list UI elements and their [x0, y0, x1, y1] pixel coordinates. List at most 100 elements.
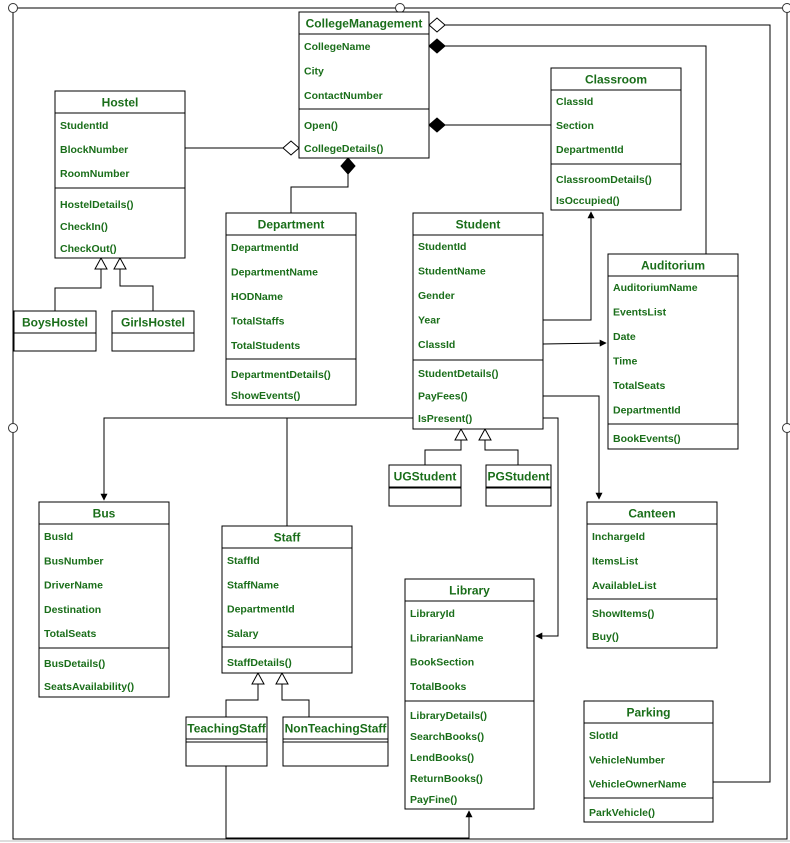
- class-box: [583, 700, 714, 823]
- class-pgstudent[interactable]: PGStudent: [485, 464, 552, 507]
- composition-diamond: [428, 38, 446, 54]
- class-title: CollegeManagement: [306, 17, 423, 31]
- class-attribute: TotalSeats: [613, 380, 665, 392]
- class-attribute: DepartmentId: [231, 242, 299, 254]
- class-method: CheckIn(): [60, 221, 108, 233]
- ugstudent-inherit-line: [424, 440, 462, 465]
- class-attribute: Gender: [418, 290, 455, 302]
- class-attribute: Destination: [44, 604, 101, 616]
- class-attribute: ContactNumber: [304, 90, 383, 102]
- class-attribute: DepartmentId: [227, 604, 295, 616]
- inheritance-triangle: [94, 256, 108, 270]
- class-college[interactable]: CollegeManagementCollegeNameCityContactN…: [298, 11, 430, 159]
- teachingstaff-library-line: [225, 766, 473, 839]
- class-auditorium[interactable]: AuditoriumAuditoriumNameEventsListDateTi…: [607, 253, 739, 450]
- class-box: [412, 212, 544, 430]
- class-attribute: HODName: [231, 291, 283, 303]
- class-title: TeachingStaff: [187, 722, 266, 736]
- class-attribute: TotalStudents: [231, 340, 300, 352]
- class-method: ShowItems(): [592, 608, 654, 620]
- class-attribute: BookSection: [410, 657, 474, 669]
- class-attribute: StudentName: [418, 266, 486, 278]
- class-method: ParkVehicle(): [589, 807, 655, 819]
- resize-handle[interactable]: [395, 3, 405, 13]
- class-box: [54, 90, 186, 259]
- student-classroom-line: [543, 211, 595, 321]
- class-method: SearchBooks(): [410, 731, 484, 743]
- student-bus-line: [100, 417, 413, 501]
- class-method: LibraryDetails(): [410, 710, 487, 722]
- class-attribute: StaffName: [227, 579, 279, 591]
- class-title: Staff: [274, 531, 302, 545]
- class-parking[interactable]: ParkingSlotIdVehicleNumberVehicleOwnerNa…: [583, 700, 714, 823]
- class-attribute: BlockNumber: [60, 144, 128, 156]
- class-teachingstaff[interactable]: TeachingStaff: [185, 716, 268, 767]
- class-attribute: TotalBooks: [410, 681, 467, 693]
- teachingstaff-inherit-line: [225, 684, 259, 717]
- composition-diamond: [340, 157, 356, 175]
- class-method: ClassroomDetails(): [556, 174, 652, 186]
- class-canteen[interactable]: CanteenInchargeIdItemsListAvailableListS…: [586, 501, 718, 649]
- class-classroom[interactable]: ClassroomClassIdSectionDepartmentIdClass…: [550, 67, 682, 211]
- resize-handle[interactable]: [8, 423, 18, 433]
- class-box: [550, 67, 682, 211]
- class-box: [404, 578, 535, 810]
- class-box: [221, 525, 353, 674]
- resize-handle[interactable]: [782, 423, 790, 433]
- resize-handle[interactable]: [782, 3, 790, 13]
- class-bus[interactable]: BusBusIdBusNumberDriverNameDestinationTo…: [38, 501, 170, 698]
- class-attribute: LibrarianName: [410, 632, 484, 644]
- class-title: Parking: [626, 706, 670, 720]
- aggregation-diamond: [282, 140, 300, 156]
- class-girlshostel[interactable]: GirlsHostel: [111, 310, 195, 352]
- boyshostel-inherit-line: [54, 269, 102, 311]
- class-title: Bus: [93, 507, 116, 521]
- class-boyshostel[interactable]: BoysHostel: [13, 310, 97, 352]
- class-box: [388, 464, 462, 507]
- class-title: GirlsHostel: [121, 316, 185, 330]
- selection-frame: [0, 3, 790, 842]
- girlshostel-inherit-line: [119, 269, 154, 311]
- class-department[interactable]: DepartmentDepartmentIdDepartmentNameHODN…: [225, 212, 357, 406]
- class-method: PayFees(): [418, 391, 468, 403]
- relationship-connectors: [54, 17, 771, 839]
- class-staff[interactable]: StaffStaffIdStaffNameDepartmentIdSalaryS…: [221, 525, 353, 674]
- class-method: Open(): [304, 120, 338, 132]
- class-title: UGStudent: [394, 470, 457, 484]
- class-box: [38, 501, 170, 698]
- nonteachingstaff-inherit-line: [281, 684, 310, 717]
- class-method: StaffDetails(): [227, 657, 292, 669]
- class-attribute: ClassId: [556, 96, 593, 108]
- class-attribute: InchargeId: [592, 531, 645, 543]
- class-box: [298, 11, 430, 159]
- resize-handle[interactable]: [8, 3, 18, 13]
- class-box: [485, 464, 552, 507]
- auditorium-college-line: [445, 45, 707, 254]
- class-method: ReturnBooks(): [410, 773, 483, 785]
- class-attribute: TotalSeats: [44, 628, 96, 640]
- class-title: Library: [449, 584, 490, 598]
- class-attribute: VehicleNumber: [589, 754, 665, 766]
- inheritance-triangle: [275, 671, 289, 685]
- class-library[interactable]: LibraryLibraryIdLibrarianNameBookSection…: [404, 578, 535, 810]
- class-method: IsPresent(): [418, 413, 472, 425]
- class-attribute: SlotId: [589, 730, 618, 742]
- class-title: Canteen: [628, 507, 675, 521]
- class-attribute: StudentId: [418, 241, 466, 253]
- inheritance-triangle: [454, 427, 468, 441]
- class-attribute: EventsList: [613, 307, 667, 319]
- class-hostel[interactable]: HostelStudentIdBlockNumberRoomNumberHost…: [54, 90, 186, 259]
- parking-college-line: [445, 24, 771, 783]
- class-attribute: CollegeName: [304, 41, 371, 53]
- class-attribute: AuditoriumName: [613, 282, 698, 294]
- class-student[interactable]: StudentStudentIdStudentNameGenderYearCla…: [412, 212, 544, 430]
- class-attribute: DepartmentName: [231, 267, 318, 279]
- class-nonteachingstaff[interactable]: NonTeachingStaff: [282, 716, 389, 767]
- class-method: HostelDetails(): [60, 199, 134, 211]
- class-attribute: TotalStaffs: [231, 316, 285, 328]
- class-title: Classroom: [585, 73, 647, 87]
- student-auditorium-line: [542, 339, 607, 347]
- class-ugstudent[interactable]: UGStudent: [388, 464, 462, 507]
- class-method: SeatsAvailability(): [44, 681, 134, 693]
